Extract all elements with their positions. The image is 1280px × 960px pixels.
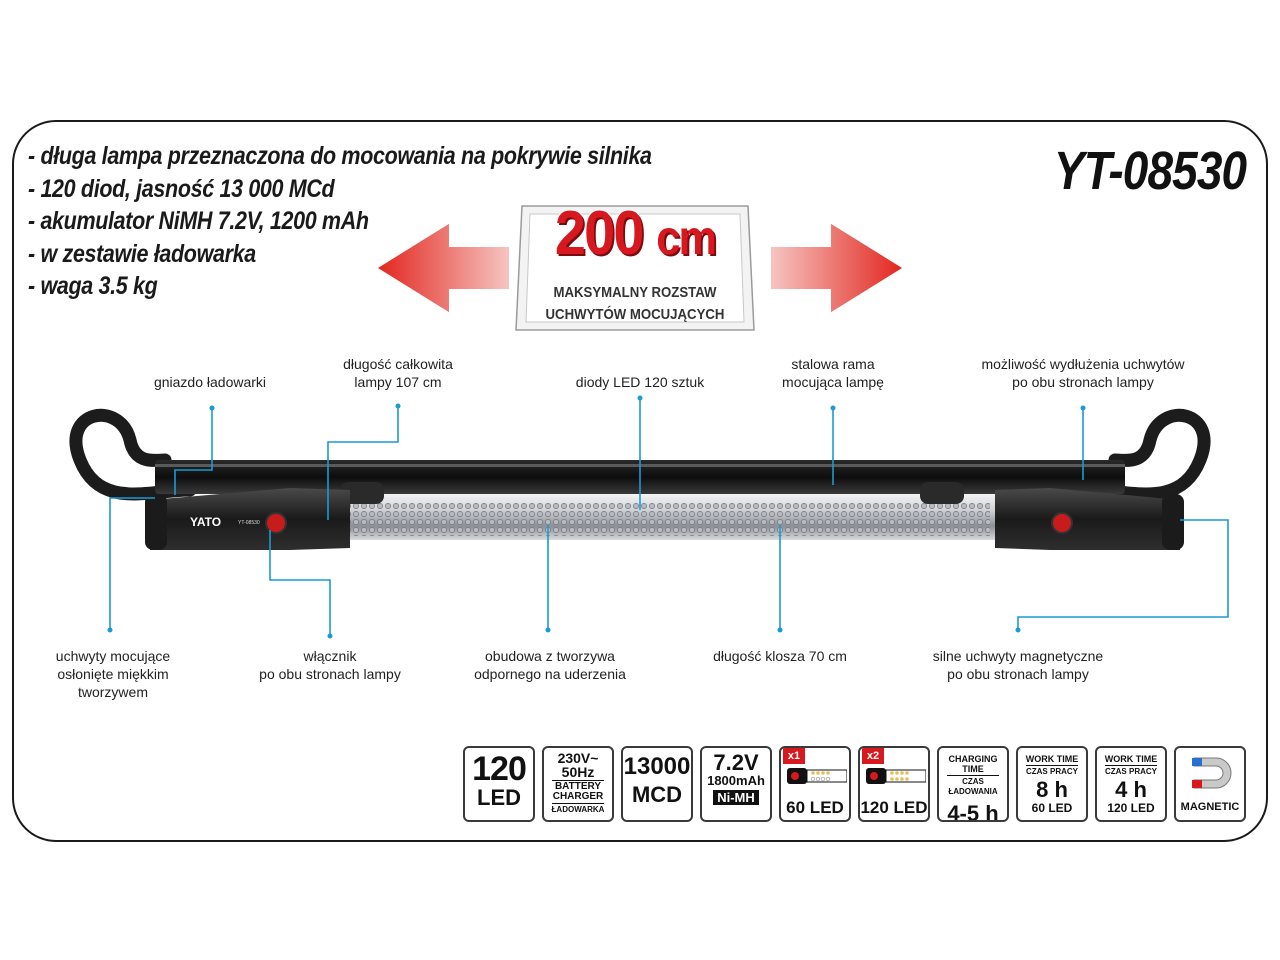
- label-housing-2: odpornego na uderzenia: [474, 666, 626, 682]
- label-magnets-1: silne uchwyty magnetyczne: [932, 648, 1104, 664]
- span-value: 200 cm: [519, 198, 751, 269]
- work60-text-1: WORK TIME: [1025, 754, 1079, 764]
- right-arrow-icon: [769, 220, 906, 316]
- label-total-length-2: lampy 107 cm: [354, 374, 442, 390]
- work60-text-2: CZAS PRACY: [1025, 767, 1078, 776]
- led-count-label: LED: [477, 785, 521, 810]
- spec-charging-time: CHARGING TIME CZAS ŁADOWANIA 4-5 h: [937, 746, 1009, 822]
- left-power-switch: [265, 512, 287, 534]
- spec-work-time-60: WORK TIME CZAS PRACY 8 h 60 LED: [1016, 746, 1088, 822]
- span-number: 200: [554, 199, 645, 268]
- label-extension-2: po obu stronach lampy: [1012, 374, 1154, 390]
- battery-capacity: 1800mAh: [707, 773, 765, 788]
- right-power-switch: [1051, 512, 1073, 534]
- spec-led-count: 120 LED: [463, 746, 535, 822]
- led-count-value: 120: [472, 750, 527, 788]
- mode2-label: 120 LED: [860, 798, 928, 817]
- led-array: [340, 502, 990, 536]
- work120-value: 4 h: [1115, 777, 1147, 802]
- mode1-badge: x1: [783, 748, 805, 764]
- right-flex-hose: [1083, 408, 1211, 501]
- flashlight-icon: [787, 768, 847, 784]
- flashlight-icon: [866, 768, 926, 784]
- label-handles-3: tworzywem: [77, 684, 148, 700]
- label-switch-1: włącznik: [303, 648, 357, 664]
- feature-item: - akumulator NiMH 7.2V, 1200 mAh: [28, 207, 369, 235]
- right-handle: [995, 488, 1180, 550]
- feature-item: - 120 diod, jasność 13 000 MCd: [28, 174, 335, 203]
- charging-text-2: CZAS ŁADOWANIA: [948, 777, 998, 796]
- left-arrow-icon: [374, 220, 511, 316]
- work60-leds: 60 LED: [1031, 801, 1073, 815]
- charger-text-1: BATTERY: [554, 781, 602, 792]
- mcd-label: MCD: [631, 782, 683, 807]
- label-shade-length: długość klosza 70 cm: [713, 648, 847, 664]
- spec-mode-120: x2 120 LED: [858, 746, 930, 822]
- charger-voltage: 230V~: [557, 750, 599, 766]
- charging-value: 4-5 h: [947, 801, 999, 822]
- feature-item: - długa lampa przeznaczona do mocowania …: [28, 142, 652, 170]
- battery-type: Ni-MH: [713, 790, 759, 805]
- work120-text-1: WORK TIME: [1104, 754, 1158, 764]
- brand-model-label: YT-08530: [238, 520, 260, 526]
- label-housing-1: obudowa z tworzywa: [485, 648, 615, 664]
- label-extension-1: możliwość wydłużenia uchwytów: [981, 356, 1185, 372]
- spec-battery: 7.2V 1800mAh Ni-MH: [700, 746, 772, 822]
- left-flex-hose: [69, 408, 197, 501]
- label-total-length-1: długość całkowita: [343, 356, 453, 372]
- label-frame-2: mocująca lampę: [782, 374, 884, 390]
- label-charger-socket: gniazdo ładowarki: [153, 374, 267, 390]
- work60-value: 8 h: [1036, 777, 1068, 802]
- label-leds: diody LED 120 sztuk: [575, 374, 705, 390]
- span-caption-2: UCHWYTÓW MOCUJĄCYCH: [545, 306, 725, 323]
- work120-text-2: CZAS PRACY: [1104, 767, 1157, 776]
- brand-label: YATO: [190, 515, 221, 529]
- spec-mode-60: x1 60 LED: [779, 746, 851, 822]
- label-handles-1: uchwyty mocujące: [55, 648, 171, 664]
- work120-leds: 120 LED: [1107, 801, 1155, 815]
- feature-list: - długa lampa przeznaczona do mocowania …: [28, 140, 753, 303]
- feature-item: - w zestawie ładowarka: [28, 239, 256, 268]
- charger-frequency: 50Hz: [561, 764, 595, 780]
- label-frame-1: stalowa rama: [791, 356, 875, 372]
- label-switch-2: po obu stronach lampy: [259, 666, 401, 682]
- charger-text-2: CHARGER: [552, 791, 604, 802]
- feature-item: - waga 3.5 kg: [28, 272, 158, 300]
- spec-brightness: 13000 MCD: [621, 746, 693, 822]
- magnet-icon: [1192, 757, 1232, 789]
- battery-voltage: 7.2V: [713, 750, 759, 775]
- label-magnets-2: po obu stronach lampy: [947, 666, 1089, 682]
- model-number: YT-08530: [1053, 141, 1247, 201]
- charger-text-3: ŁADOWARKA: [551, 805, 605, 814]
- lamp-illustration: YATO YT-08530: [69, 408, 1211, 550]
- charging-text-1: CHARGING TIME: [948, 754, 998, 774]
- span-badge: 200 cm MAKSYMALNY ROZSTAW UCHWYTÓW MOCUJ…: [506, 180, 764, 338]
- magnetic-label: MAGNETIC: [1180, 801, 1240, 813]
- mcd-value: 13000: [623, 753, 691, 780]
- label-handles-2: osłonięte miękkim: [57, 666, 169, 682]
- span-caption-1: MAKSYMALNY ROZSTAW: [553, 284, 717, 301]
- span-unit: cm: [656, 212, 717, 265]
- mode1-label: 60 LED: [786, 798, 844, 817]
- spec-work-time-120: WORK TIME CZAS PRACY 4 h 120 LED: [1095, 746, 1167, 822]
- mode2-badge: x2: [862, 748, 884, 764]
- spec-charger: 230V~ 50Hz BATTERY CHARGER ŁADOWARKA: [542, 746, 614, 822]
- spec-magnetic: MAGNETIC: [1174, 746, 1246, 822]
- left-handle: [150, 488, 350, 550]
- span-arrows: [374, 220, 906, 316]
